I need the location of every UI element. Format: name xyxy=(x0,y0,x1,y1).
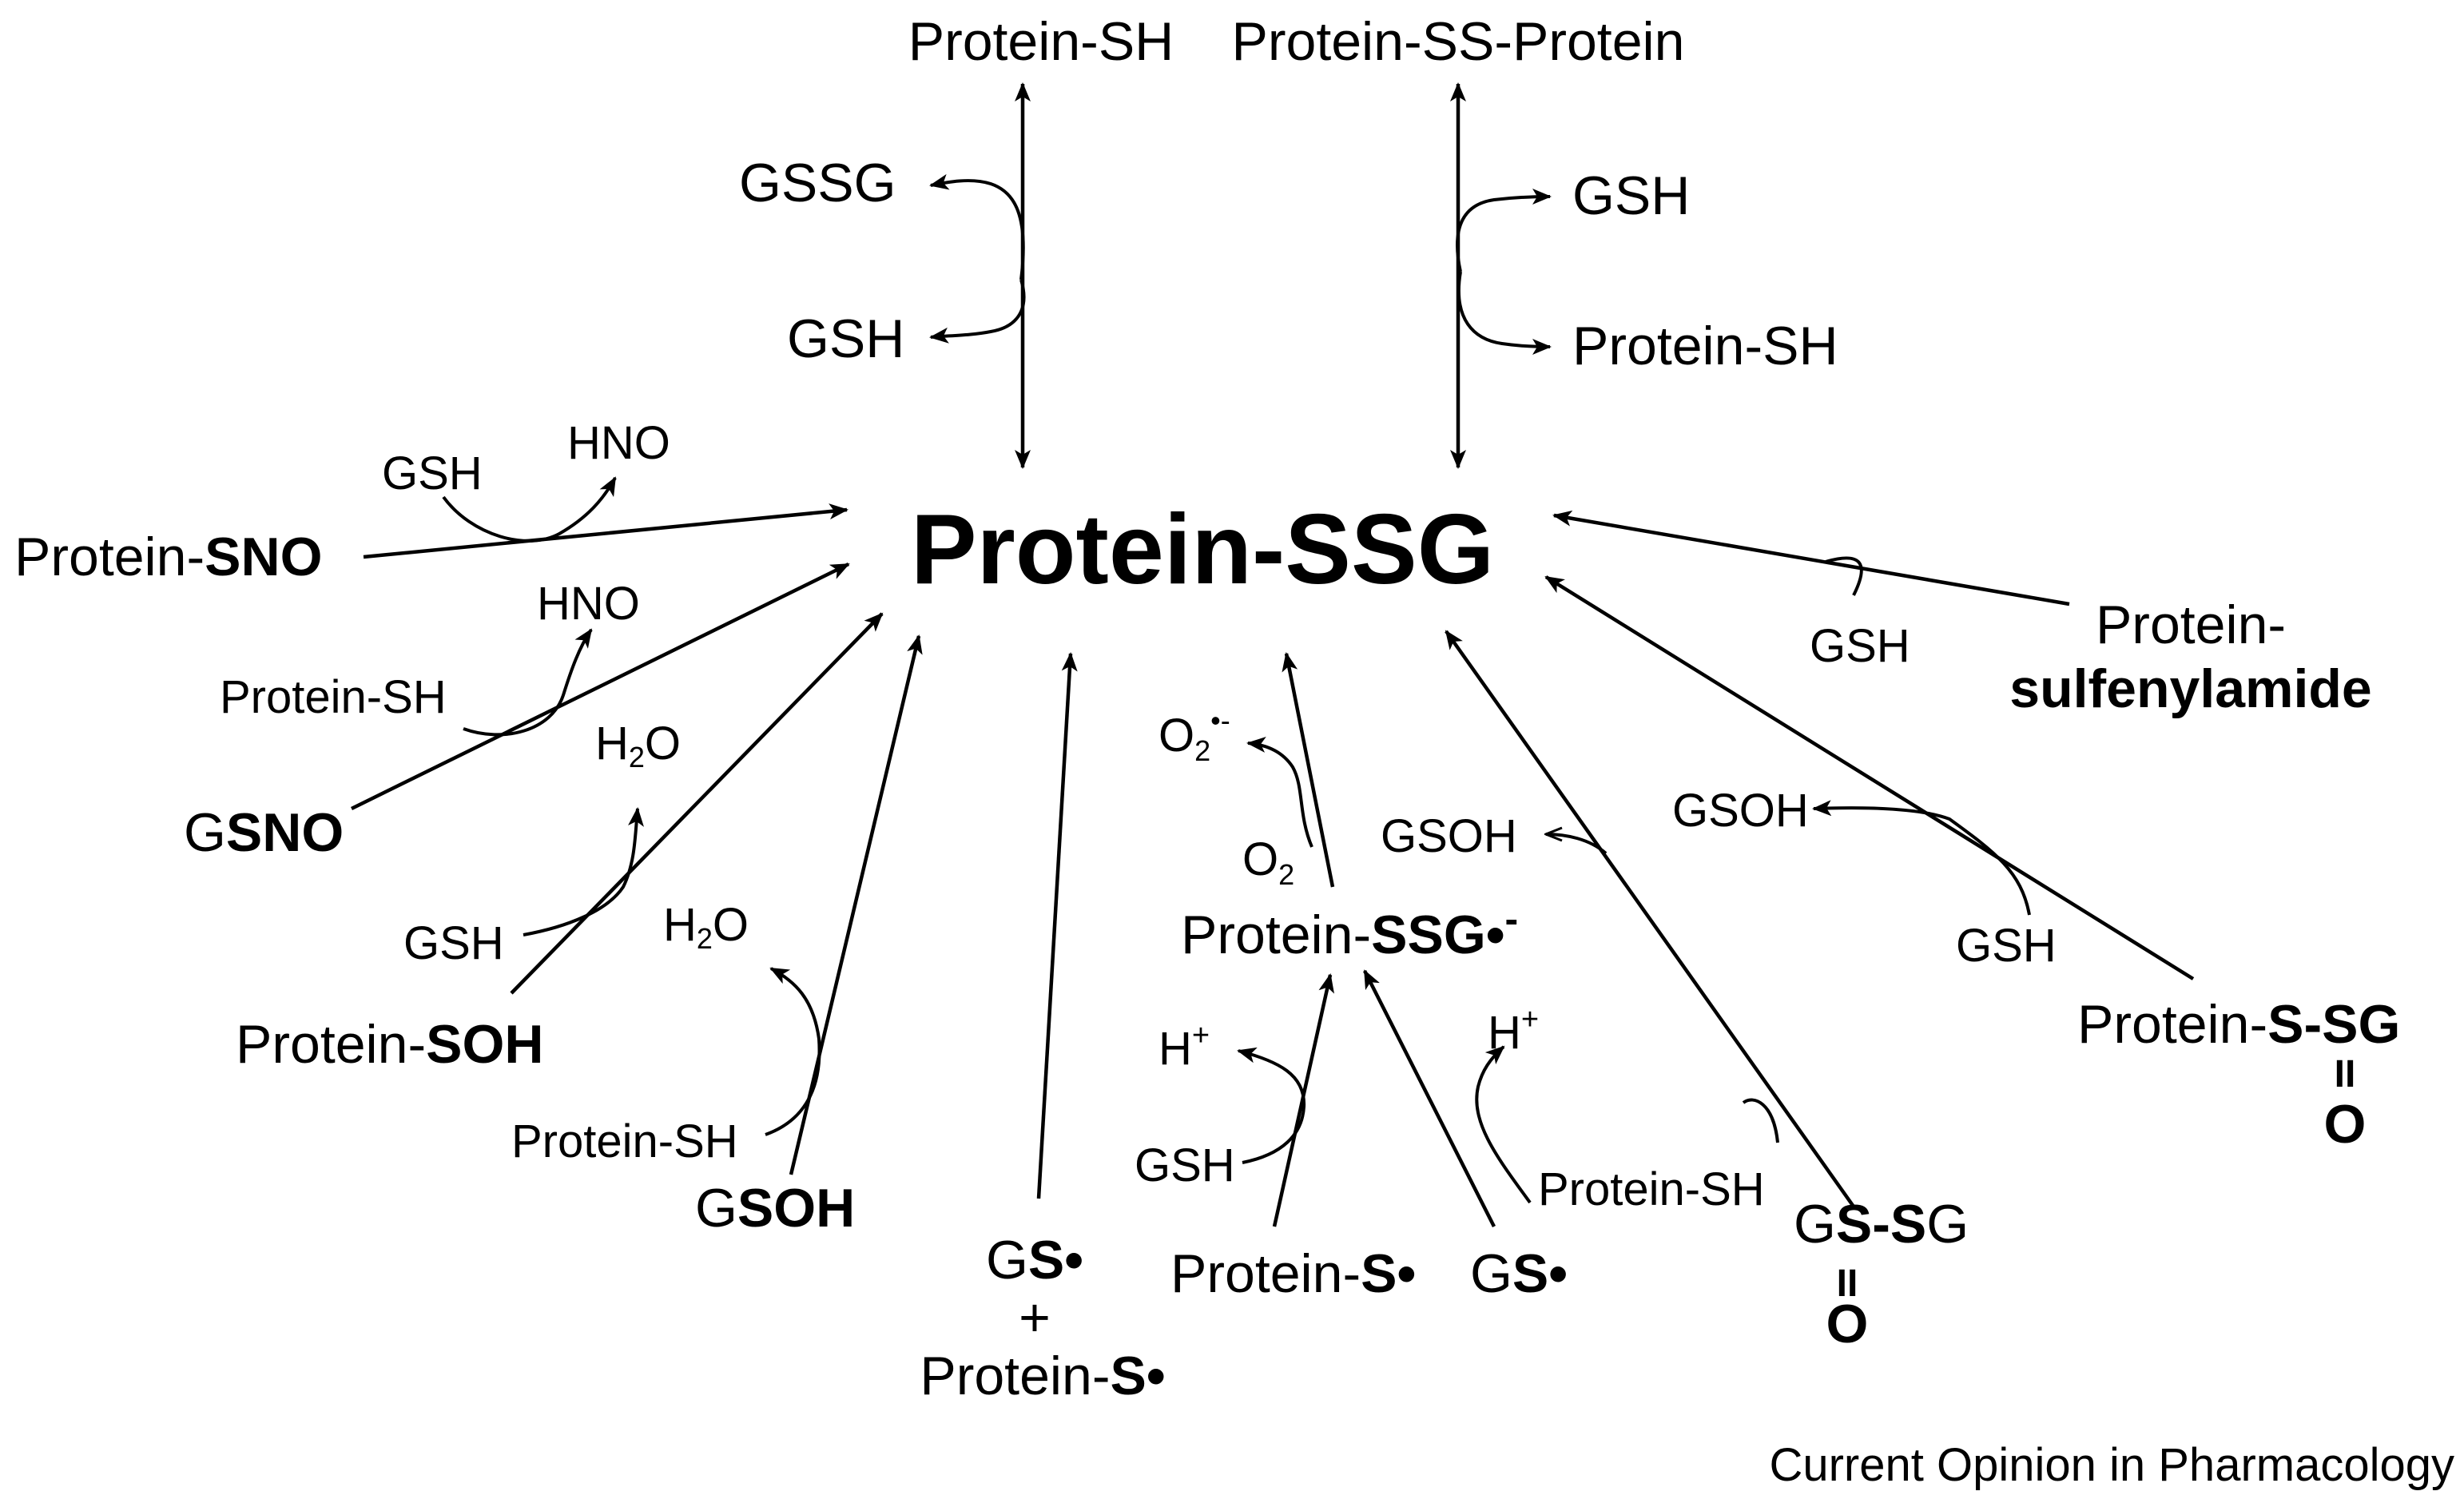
reaction-arrow xyxy=(1036,652,1078,1199)
radical-pair-pathway: GS• + Protein-S• xyxy=(920,652,1166,1406)
protein-soh-pathway: Protein-SOH GSH H2O xyxy=(236,612,884,1075)
water-release-arrow xyxy=(765,967,821,1136)
plus-sign: + xyxy=(1019,1287,1051,1348)
reaction-arrow xyxy=(351,562,850,811)
superoxide-release-arrow xyxy=(1246,736,1313,848)
thiosulfinate-pathway: GS-SG II O GSOH xyxy=(1381,630,1969,1354)
protein-thiosulfinate-label: Protein-S-SG xyxy=(2077,994,2400,1055)
superoxide-label: O2•- xyxy=(1158,704,1230,767)
gsoh-label: GSOH xyxy=(1672,785,1809,837)
proton-label: H+ xyxy=(1488,1003,1539,1059)
hno-label: HNO xyxy=(567,417,670,469)
water-label: H2O xyxy=(595,718,681,773)
oxygen-label: O xyxy=(1826,1294,1869,1354)
gsno-pathway: GSNO Protein-SH HNO xyxy=(184,562,850,863)
gsno-label: GSNO xyxy=(184,802,344,863)
gsh-reagent-label: GSH xyxy=(1956,920,2057,972)
protein-sno-label: Protein-SNO xyxy=(14,527,322,587)
protein-radical-pathway: Protein-S• GSH H+ xyxy=(1135,973,1416,1304)
reaction-arrow xyxy=(1445,630,1855,1208)
reaction-arrow xyxy=(789,634,923,1175)
proton-label: H+ xyxy=(1158,1019,1210,1075)
protein-sh-top-label: Protein-SH xyxy=(908,11,1174,72)
gsh-reagent-label: GSH xyxy=(403,917,504,969)
protein-sh-reagent-label: Protein-SH xyxy=(1538,1163,1765,1215)
protein-s-radical-label: Protein-S• xyxy=(1170,1243,1416,1304)
gssg-release-arrow xyxy=(929,173,1025,280)
protein-sno-pathway: Protein-SNO GSH HNO xyxy=(14,417,848,587)
gsh-release-arrow xyxy=(1456,189,1552,272)
gsh-reagent-label: GSH xyxy=(382,447,483,499)
protein-ssg-radical-anion-label: Protein-SSG•- xyxy=(1181,897,1518,965)
reaction-arrow xyxy=(1362,969,1496,1228)
reaction-arrow xyxy=(363,503,848,559)
gsh-release-arrow xyxy=(929,279,1026,344)
radical-anion-pathway: Protein-SSG•- O2 O2•- xyxy=(1158,652,1518,965)
sulfenylamide-pathway: Protein- sulfenylamide GSH xyxy=(1552,510,2372,719)
double-bond: II xyxy=(2335,1053,2356,1095)
oxygen-label: O2 xyxy=(1242,833,1294,891)
hno-label: HNO xyxy=(537,578,640,630)
gs-radical-label: GS• xyxy=(986,1230,1083,1290)
reaction-arrow xyxy=(1544,575,2195,980)
protein-sh-release-arrow xyxy=(1457,271,1552,355)
reaction-arrow xyxy=(1552,510,2070,606)
gsh-reagent-label: GSH xyxy=(1135,1139,1235,1191)
sulfenylamide-line1: Protein- xyxy=(2096,594,2286,655)
center-label: Protein-SSG xyxy=(911,495,1494,605)
thiosulfinate-label: GS-SG xyxy=(1794,1194,1969,1255)
protein-thiosulfinate-pathway: Protein-S-SG II O GSH GSOH xyxy=(1544,575,2400,1155)
protein-sh-reagent-label: Protein-SH xyxy=(511,1115,738,1167)
protein-s-radical-label: Protein-S• xyxy=(920,1346,1165,1406)
gssg-label: GSSG xyxy=(739,153,896,213)
gsoh-release-arrow xyxy=(1812,800,2031,916)
protein-ss-protein-label: Protein-SS-Protein xyxy=(1232,11,1685,72)
journal-credit: Current Opinion in Pharmacology xyxy=(1769,1439,2454,1491)
oxygen-label: O xyxy=(2324,1094,2367,1155)
top-right-pathway: Protein-SS-Protein GSH Protein-SH xyxy=(1232,11,1838,469)
top-left-pathway: Protein-SH GSSG GSH xyxy=(739,11,1174,469)
reaction-arrow xyxy=(510,612,884,995)
water-release-arrow xyxy=(523,807,644,936)
proton-release-arrow xyxy=(1237,1047,1306,1164)
gsh-label: GSH xyxy=(787,308,904,369)
reagent-curve xyxy=(1825,556,1863,596)
protein-sh-label: Protein-SH xyxy=(1572,316,1838,376)
sulfenylamide-line2: sulfenylamide xyxy=(2009,658,2372,719)
gsoh-pathway: GSOH Protein-SH H2O xyxy=(511,634,923,1239)
gsoh-release-arrow xyxy=(1546,834,1608,855)
gsoh-label: GSOH xyxy=(1381,810,1517,862)
gs-radical-pathway: GS• Protein-SH H+ xyxy=(1362,969,1765,1304)
double-bond: II xyxy=(1837,1262,1858,1305)
water-label: H2O xyxy=(663,899,749,955)
protein-soh-label: Protein-SOH xyxy=(236,1014,543,1075)
hno-release-arrow xyxy=(463,628,593,737)
gsh-label: GSH xyxy=(1572,165,1690,226)
gsh-reagent-label: GSH xyxy=(1810,620,1910,672)
gsoh-label: GSOH xyxy=(695,1178,855,1239)
proton-release-arrow xyxy=(1475,1045,1532,1204)
protein-sh-reagent-label: Protein-SH xyxy=(220,671,447,723)
reaction-arrow xyxy=(1282,652,1335,888)
reagent-curve xyxy=(1742,1098,1779,1143)
hno-release-arrow xyxy=(442,476,617,543)
gs-radical-label: GS• xyxy=(1470,1243,1568,1304)
